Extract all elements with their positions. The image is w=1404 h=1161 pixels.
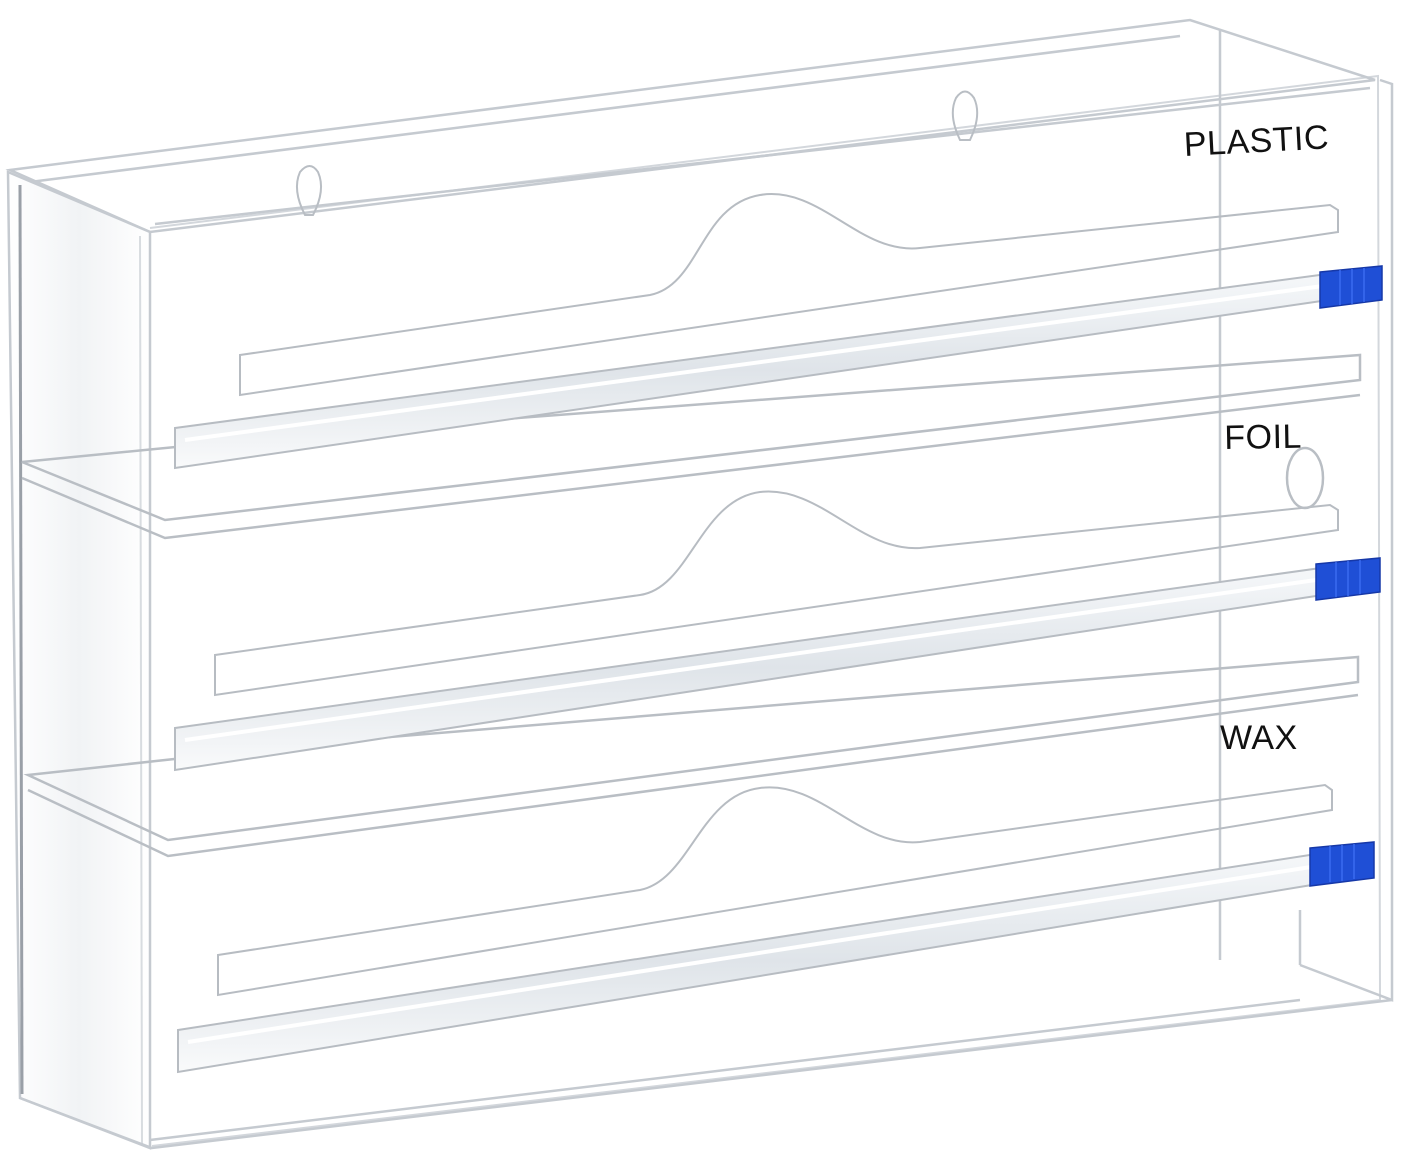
bottom-panel: [19, 998, 1393, 1150]
back-panel: [149, 74, 1382, 1147]
compartment-label-plastic: PLASTIC: [1182, 118, 1330, 164]
compartment-label-foil: FOIL: [1223, 417, 1303, 457]
cutter-rail-3: [177, 848, 1343, 1074]
cutter-rail-2: [174, 563, 1343, 772]
cutout-compartment-3: [217, 783, 1333, 997]
cutout-compartment-1: [239, 193, 1339, 397]
keyhole-hanger-right: [951, 90, 979, 141]
side-ring: [1285, 446, 1325, 510]
top-panel: [5, 18, 1376, 234]
cutout-compartment-2: [214, 490, 1339, 697]
slider-cutter-1: [1319, 265, 1383, 309]
keyhole-hanger-left: [295, 165, 323, 216]
right-side-panel: [1218, 30, 1394, 1002]
compartment-label-wax: WAX: [1220, 719, 1298, 757]
slider-cutter-2: [1315, 557, 1381, 601]
left-side-panel: [6, 170, 152, 1150]
slider-cutter-3: [1309, 841, 1375, 887]
